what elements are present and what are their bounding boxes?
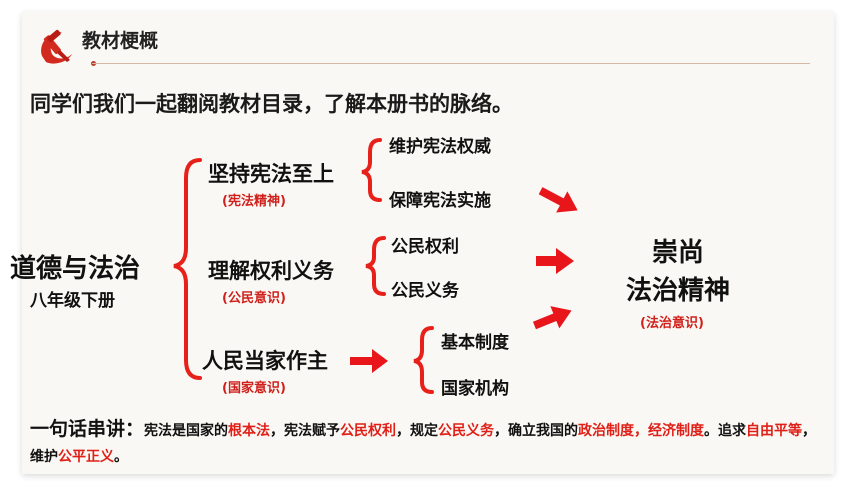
result-tag: (法治意识) [640,316,704,331]
arrow-result-3 [532,306,572,330]
arrow-section-3 [350,349,388,373]
brace-section-2 [365,236,386,296]
summary-text: ，确立我国的 [494,423,579,439]
section-1-tag: (宪法精神) [222,194,286,209]
summary-highlight: 公平正义 [58,449,114,465]
header-rule [92,63,810,64]
summary-highlight: 自由平等 [746,423,803,439]
section-1-item-2: 保障宪法实施 [389,191,491,211]
summary-paragraph: 一句话串讲：宪法是国家的根本法，宪法赋予公民权利，规定公民义务，确立我国的政治制… [30,416,820,470]
section-1-item-1: 维护宪法权威 [389,137,491,157]
summary-text: 。 [114,449,128,465]
result-line-2: 法治精神 [625,276,730,306]
section-2-item-1: 公民权利 [391,237,459,257]
section-2-title: 理解权利义务 [208,259,334,283]
section-1-title: 坚持宪法至上 [208,162,334,186]
section-3-tag: (国家意识) [222,381,286,396]
hammer-sickle-icon [41,29,72,64]
brace-section-1 [361,138,382,202]
section-2-item-2: 公民义务 [391,281,459,301]
section-3-item-1: 基本制度 [441,333,509,353]
summary-text: ，规定 [396,423,439,439]
section-2-tag: (公民意识) [222,291,286,306]
arrow-result-1 [538,187,578,213]
book-subtitle: 八年级下册 [30,291,115,311]
summary-highlight: 公民权利 [340,423,397,439]
summary-text: 。追求 [704,423,747,439]
result-line-1: 崇尚 [651,238,704,268]
summary-text: ，维护 [30,423,817,465]
slide-card [22,12,834,474]
summary-highlight: 公民义务 [438,423,495,439]
header-title: 教材梗概 [82,30,159,52]
book-title: 道德与法治 [10,254,141,284]
summary-text: 宪法是国家的 [144,423,229,439]
section-3-title: 人民当家作主 [202,349,328,373]
summary-lead: 一句话串讲： [30,418,145,440]
brace-section-3 [413,326,434,394]
summary-text: ，宪法赋予 [270,423,341,439]
summary-highlight: 政治制度，经济制度 [578,423,705,439]
section-3-item-2: 国家机构 [441,379,509,399]
summary-highlight: 根本法 [228,423,271,439]
arrow-result-2 [536,248,574,274]
intro-text: 同学们我们一起翻阅教材目录，了解本册书的脉络。 [30,92,513,116]
brace-main [173,158,202,380]
